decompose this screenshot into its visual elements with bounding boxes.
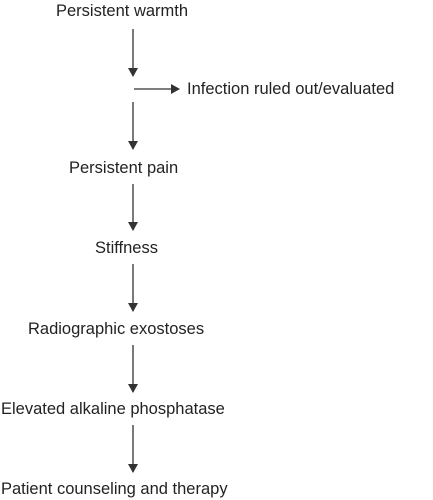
step-radiographic-exostoses: Radiographic exostoses [28, 320, 205, 338]
step-stiffness: Stiffness [95, 239, 158, 257]
step-patient-counseling-therapy: Patient counseling and therapy [1, 480, 228, 498]
step-persistent-warmth: Persistent warmth [56, 2, 189, 20]
side-branch-infection: Infection ruled out/evaluated [187, 80, 395, 98]
step-elevated-alkaline-phosphatase: Elevated alkaline phosphatase [1, 400, 225, 418]
step-persistent-pain: Persistent pain [69, 159, 179, 177]
